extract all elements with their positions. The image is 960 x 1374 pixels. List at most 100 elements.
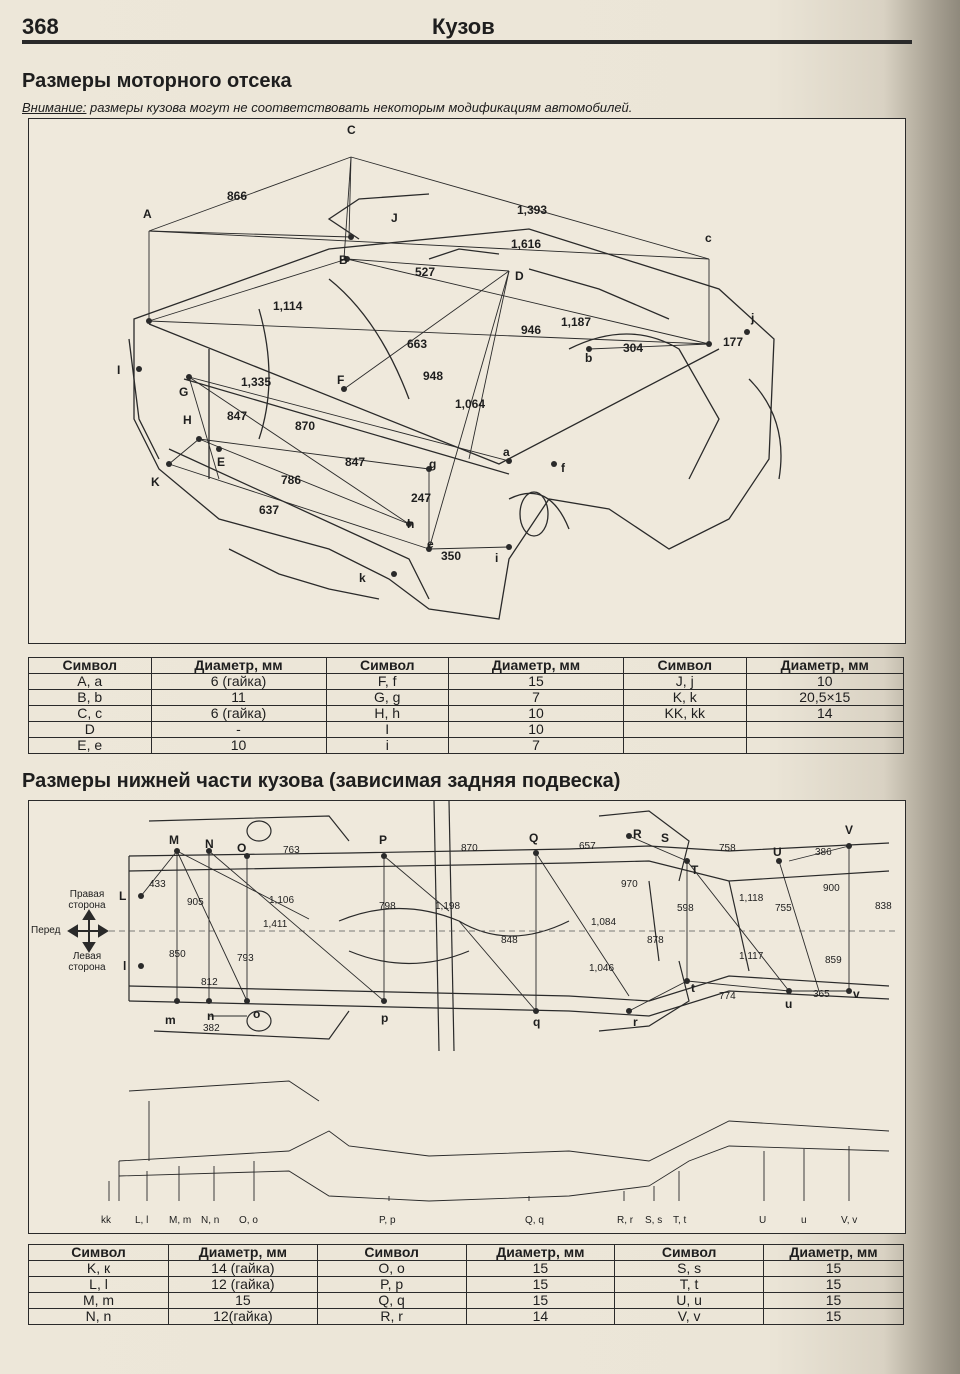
dimension-label: 1,064	[455, 397, 486, 411]
table-header: Символ	[614, 1244, 764, 1261]
table-cell: 15	[763, 1276, 904, 1293]
dimension-label: 870	[295, 419, 316, 433]
table-cell: V, v	[614, 1308, 764, 1325]
dimension-label: 637	[259, 503, 280, 517]
underbody-points	[138, 833, 852, 1014]
point-label: S	[661, 831, 670, 845]
dimension-label: 900	[823, 883, 840, 894]
table-cell	[745, 737, 904, 754]
table-cell: M, m	[28, 1292, 169, 1309]
table-cell: 10	[448, 705, 624, 722]
dimension-label: 1,198	[435, 901, 461, 912]
side-view-label: U	[759, 1215, 767, 1226]
point-label: G	[179, 385, 189, 399]
table-cell: O, o	[316, 1260, 467, 1277]
point-label: n	[207, 1009, 215, 1023]
underbody-diameter-table: Символ Диаметр, мм Символ Диаметр, мм Си…	[28, 1244, 904, 1325]
dimension-label: 598	[677, 903, 694, 914]
dimension-label: 247	[411, 491, 432, 505]
table-cell: K, k	[623, 689, 747, 706]
direction-arrows-icon	[67, 909, 109, 953]
point-label: P	[379, 833, 388, 847]
side-view-label: u	[801, 1215, 807, 1226]
side-view-label: V, v	[841, 1215, 858, 1226]
point-label: r	[633, 1015, 638, 1029]
table-header: Символ	[316, 1244, 467, 1261]
point-label: g	[429, 457, 437, 471]
table-cell: Q, q	[316, 1292, 467, 1309]
table-cell: B, b	[28, 689, 152, 706]
table-cell: 14 (гайка)	[168, 1260, 318, 1277]
table-row: A, a 6 (гайка) F, f 15 J, j 10	[28, 673, 904, 690]
note-text: размеры кузова могут не соответствовать …	[86, 100, 633, 115]
point-label: R	[633, 827, 642, 841]
point-label: B	[339, 253, 348, 267]
table-cell	[623, 721, 747, 738]
point-label: M	[169, 833, 179, 847]
dimension-label: 304	[623, 341, 644, 355]
point-label: k	[359, 571, 366, 585]
dimension-label: 1,106	[269, 895, 295, 906]
dimension-label: 866	[227, 189, 248, 203]
point-label: c	[705, 231, 712, 245]
point-label: b	[585, 351, 593, 365]
dimension-label: 1,411	[263, 919, 288, 930]
point-label: e	[427, 537, 434, 551]
table-cell: 7	[448, 689, 624, 706]
table-cell: N, n	[28, 1308, 169, 1325]
table-cell: 15	[465, 1292, 616, 1309]
side-view-label: R, r	[617, 1215, 634, 1226]
dimension-label: 758	[719, 843, 736, 854]
point-label: H	[183, 413, 192, 427]
table-cell: H, h	[325, 705, 449, 722]
table-cell: I	[325, 721, 449, 738]
table-cell: 7	[448, 737, 624, 754]
dimension-label: 1,118	[739, 893, 764, 904]
dimension-label: 793	[237, 953, 254, 964]
point-label: t	[691, 981, 695, 995]
table-cell: 15	[168, 1292, 318, 1309]
table-cell: 6 (гайка)	[150, 673, 327, 690]
dimension-label: 948	[423, 369, 444, 383]
table-header: Символ	[28, 657, 152, 674]
table-cell: T, t	[614, 1276, 764, 1293]
point-label: o	[253, 1007, 261, 1021]
table-header: Диаметр, мм	[168, 1244, 318, 1261]
engine-compartment-diagram: A C J D c j I G H F E K b a f g h k e i …	[28, 118, 906, 644]
dimension-label: 774	[719, 991, 736, 1002]
table-header-row: Символ Диаметр, мм Символ Диаметр, мм Си…	[28, 657, 904, 674]
dimension-label: 798	[379, 901, 396, 912]
table-cell: C, c	[28, 705, 152, 722]
table-cell: 10	[150, 737, 327, 754]
dimension-label: 1,114	[273, 299, 303, 313]
table-cell: U, u	[614, 1292, 764, 1309]
dimension-label: 763	[283, 845, 300, 856]
table-row: L, l 12 (гайка) P, p 15 T, t 15	[28, 1276, 904, 1293]
page-number: 368	[22, 14, 59, 39]
point-label: i	[495, 551, 499, 565]
side-view-label: M, m	[169, 1215, 192, 1226]
dimension-label: 786	[281, 473, 302, 487]
table-header: Диаметр, мм	[763, 1244, 904, 1261]
dimension-label: 878	[647, 935, 664, 946]
point-label: T	[691, 863, 699, 877]
reference-points	[136, 234, 750, 577]
chapter-title: Кузов	[432, 14, 495, 39]
dimension-label: 847	[227, 409, 248, 423]
table-cell: A, a	[28, 673, 152, 690]
point-label: V	[845, 823, 854, 837]
side-view-label: Q, q	[525, 1215, 544, 1226]
table-cell: P, p	[316, 1276, 467, 1293]
dimension-label: 1,616	[511, 237, 542, 251]
point-label: q	[533, 1015, 541, 1029]
legend-right-side: Правая сторона	[68, 889, 106, 911]
table-cell: S, s	[614, 1260, 764, 1277]
table-header: Диаметр, мм	[745, 657, 904, 674]
table-cell: KK, kk	[623, 705, 747, 722]
engine-diameter-table: Символ Диаметр, мм Символ Диаметр, мм Си…	[28, 657, 904, 754]
point-label: C	[347, 123, 356, 137]
table-row: D - I 10	[28, 721, 904, 738]
table-cell: 15	[763, 1292, 904, 1309]
side-view-label: L, l	[135, 1215, 149, 1226]
